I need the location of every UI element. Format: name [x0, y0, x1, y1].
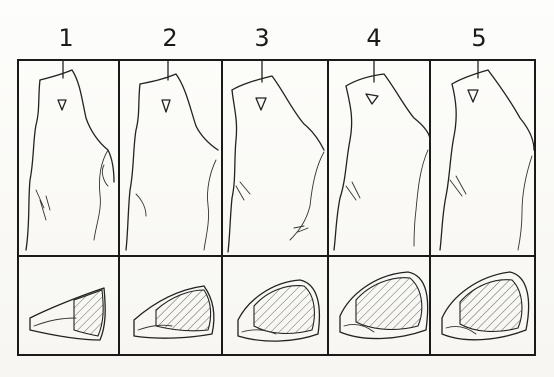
panel-2-section: [134, 286, 214, 338]
panel-3-profile: [228, 60, 324, 252]
panel-5-section: [442, 272, 529, 340]
panel-3-section: [238, 280, 319, 341]
panel-4-profile: [334, 60, 430, 250]
panel-5-profile: [440, 60, 534, 250]
panel-2-profile: [126, 60, 218, 250]
panel-4-section: [340, 272, 428, 339]
panel-1-section: [30, 288, 105, 340]
panel-1-profile: [26, 60, 114, 250]
